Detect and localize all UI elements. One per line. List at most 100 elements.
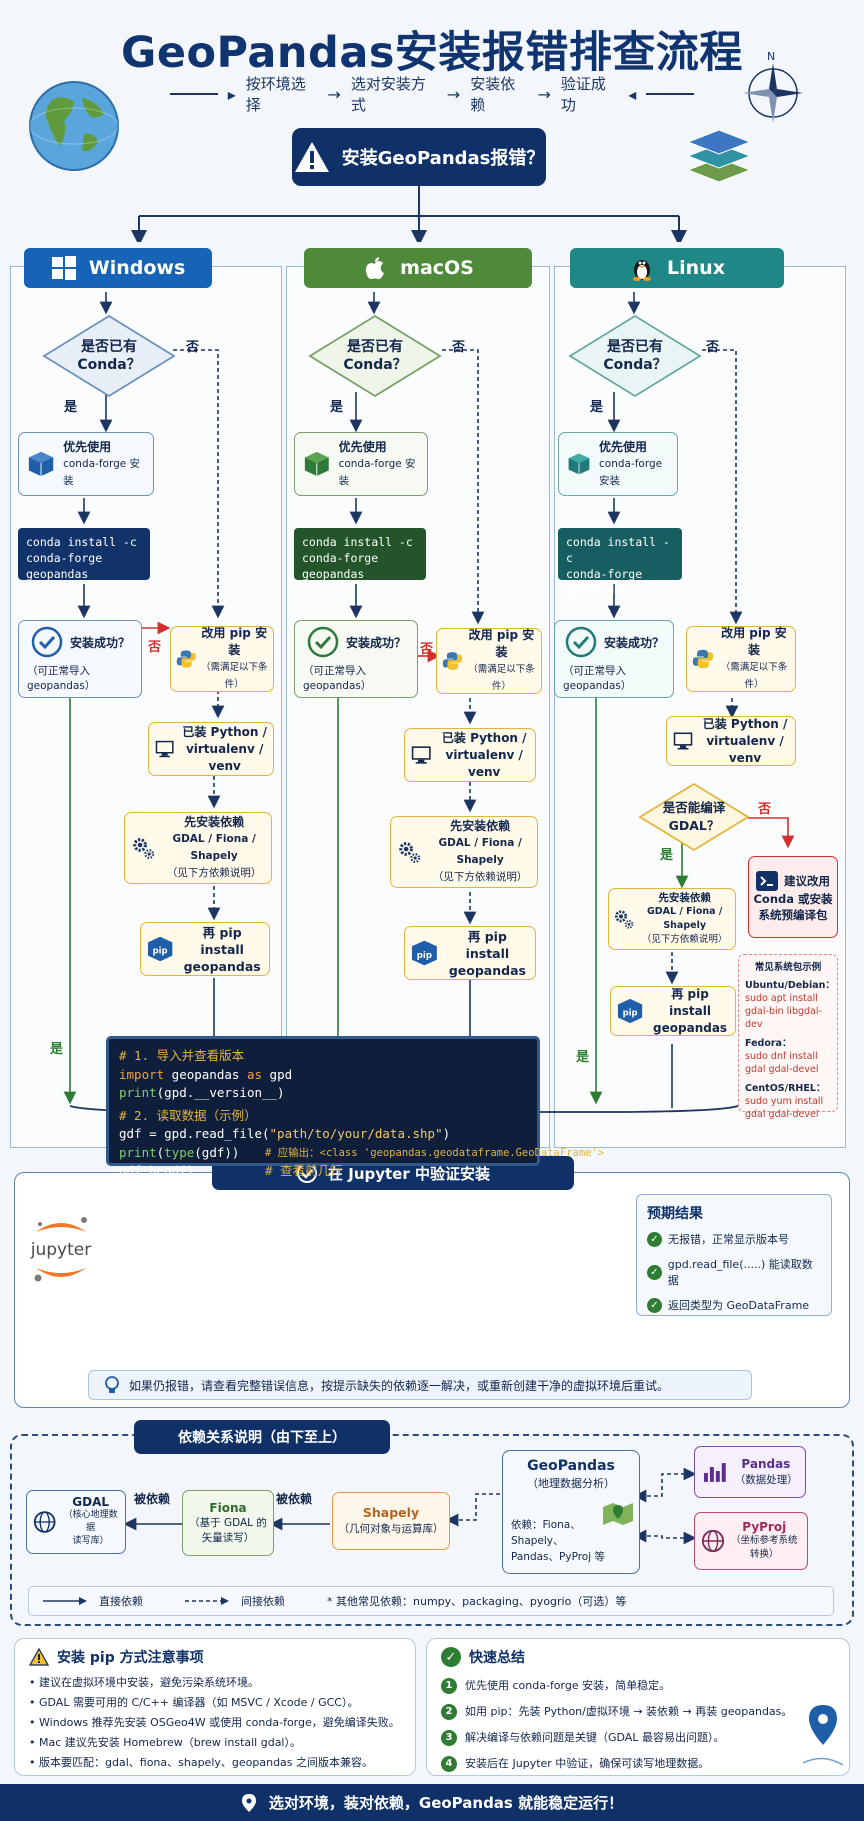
location-pin-icon [241, 1793, 256, 1812]
step-1: 按环境选择 [245, 75, 306, 114]
check-icon: ✓ [647, 1297, 662, 1313]
start-node: 安装GeoPandas报错？ [292, 128, 546, 186]
check-icon: ✓ [647, 1264, 662, 1280]
python-logo-icon [692, 649, 714, 669]
step-4: 验证成功 [560, 75, 606, 114]
svg-text:pip: pip [153, 946, 168, 956]
check-icon: ✓ [647, 1231, 662, 1247]
note-item: Mac 建议先安装 Homebrew（brew install gdal）。 [29, 1733, 401, 1753]
depends-label-1: 被依赖 [134, 1492, 171, 1506]
macos-header: macOS [304, 248, 532, 288]
bar-chart-icon [703, 1463, 726, 1482]
package-cube-icon [304, 452, 329, 476]
warning-icon [29, 1648, 49, 1666]
solid-arrow-icon [43, 1597, 87, 1605]
linux-suggest-conda: 建议改用 Conda 或安装系统预编译包 [748, 856, 838, 938]
linux-label: Linux [667, 257, 725, 279]
linux-header: Linux [570, 248, 784, 288]
retry-tip: 如果仍报错，请查看完整错误信息，按提示缺失的依赖逐一解决，或重新创建干净的虚拟环… [88, 1370, 752, 1400]
depends-label-2: 被依赖 [276, 1492, 313, 1506]
windows-yes-label: 是 [64, 400, 78, 415]
expected-results: 预期结果 ✓无报错，正常显示版本号 ✓gpd.read_file(.....) … [636, 1194, 832, 1316]
shapely-node: Shapely（几何对象与运算库） [332, 1492, 450, 1550]
geopandas-node: GeoPandas（地理数据分析） 依赖：Fiona、Shapely、Panda… [502, 1450, 640, 1574]
check-circle-icon [565, 626, 597, 658]
step-2: 选对安装方式 [350, 75, 426, 114]
check-circle-icon [31, 626, 63, 658]
linux-no-label: 否 [706, 340, 720, 355]
apple-logo-icon [365, 257, 385, 280]
globe-icon [29, 81, 119, 171]
dependency-panel [10, 1434, 854, 1626]
linux-gdal-no-label: 否 [758, 802, 772, 817]
jupyter-logo: jupyter [24, 1210, 98, 1290]
number-2-icon: 2 [441, 1704, 457, 1720]
gears-icon [399, 842, 421, 863]
pandas-node: Pandas（数据处理） [694, 1446, 806, 1498]
package-cube-icon [568, 453, 590, 475]
pip-package-icon: pip [147, 936, 173, 962]
monitor-icon [411, 746, 431, 764]
package-cube-icon [28, 451, 54, 477]
linux-yes-bottom: 是 [576, 1050, 590, 1065]
start-question: 安装GeoPandas报错？ [341, 148, 545, 169]
windows-success-no-label: 否 [148, 640, 162, 655]
macos-pip-install: 改用 pip 安装（需满足以下条件） [436, 628, 542, 694]
monitor-icon [155, 740, 174, 758]
expected-item: ✓返回类型为 GeoDataFrame [647, 1297, 821, 1313]
pyproj-node: PyProj（坐标参考系统转换） [694, 1512, 808, 1570]
python-logo-icon [442, 652, 463, 670]
gdal-node: GDAL（核心地理数据读写库） [26, 1490, 126, 1554]
top-connectors [131, 186, 687, 242]
expected-item: ✓无报错，正常显示版本号 [647, 1231, 821, 1247]
footer-banner: 选对环境，装对依赖，GeoPandas 就能稳定运行！ [0, 1784, 864, 1821]
number-1-icon: 1 [441, 1678, 457, 1694]
windows-python-env: 已装 Python /virtualenv / venv [148, 722, 274, 776]
svg-text:pip: pip [623, 1008, 638, 1018]
macos-column [286, 266, 550, 1148]
code-block: # 1. 导入并查看版本 import geopandas as gpd pri… [106, 1036, 604, 1178]
gears-icon [133, 838, 155, 859]
macos-python-env: 已装 Python /virtualenv / venv [404, 728, 536, 782]
process-steps: ▸ 按环境选择→ 选对安装方式→ 安装依赖→ 验证成功 ◂ [170, 75, 695, 114]
windows-logo-icon [51, 256, 76, 280]
macos-label: macOS [400, 257, 474, 279]
jupyter-logo-icon [34, 1217, 87, 1282]
dependency-legend: 直接依赖 间接依赖 * 其他常见依赖：numpy、packaging、pyogr… [28, 1586, 834, 1616]
windows-header: Windows [24, 248, 212, 288]
expected-title: 预期结果 [647, 1206, 703, 1222]
warning-icon [294, 142, 329, 172]
dependency-arrows [123, 1467, 697, 1545]
dependency-title-bar: 依赖关系说明（由下至上） [134, 1420, 390, 1454]
expected-item: ✓gpd.read_file(.....) 能读取数据 [647, 1256, 821, 1288]
windows-pip-install: 改用 pip 安装（需满足以下条件） [170, 626, 274, 692]
page-title: GeoPandas安装报错排查流程 [121, 28, 743, 78]
linux-conda-decision [568, 314, 702, 398]
step-3: 安装依赖 [470, 75, 516, 114]
note-item: 建议在虚拟环境中安装，避免污染系统环境。 [29, 1673, 401, 1693]
linux-python-env: 已装 Python /virtualenv / venv [666, 716, 796, 766]
linux-pip-install: 改用 pip 安装（需满足以下条件） [686, 626, 796, 692]
map-pin-icon [603, 1503, 633, 1525]
svg-text:pip: pip [417, 951, 432, 961]
note-item: GDAL 需要可用的 C/C++ 编译器（如 MSVC / Xcode / GC… [29, 1693, 401, 1713]
windows-no-label: 否 [186, 340, 200, 355]
linux-gdal-yes-label: 是 [660, 848, 674, 863]
windows-conda-decision [42, 314, 176, 398]
svg-text:N: N [767, 50, 775, 63]
macos-conda-decision [308, 314, 442, 398]
note-item: Windows 推荐先安装 OSGeo4W 或使用 conda-forge，避免… [29, 1713, 401, 1733]
